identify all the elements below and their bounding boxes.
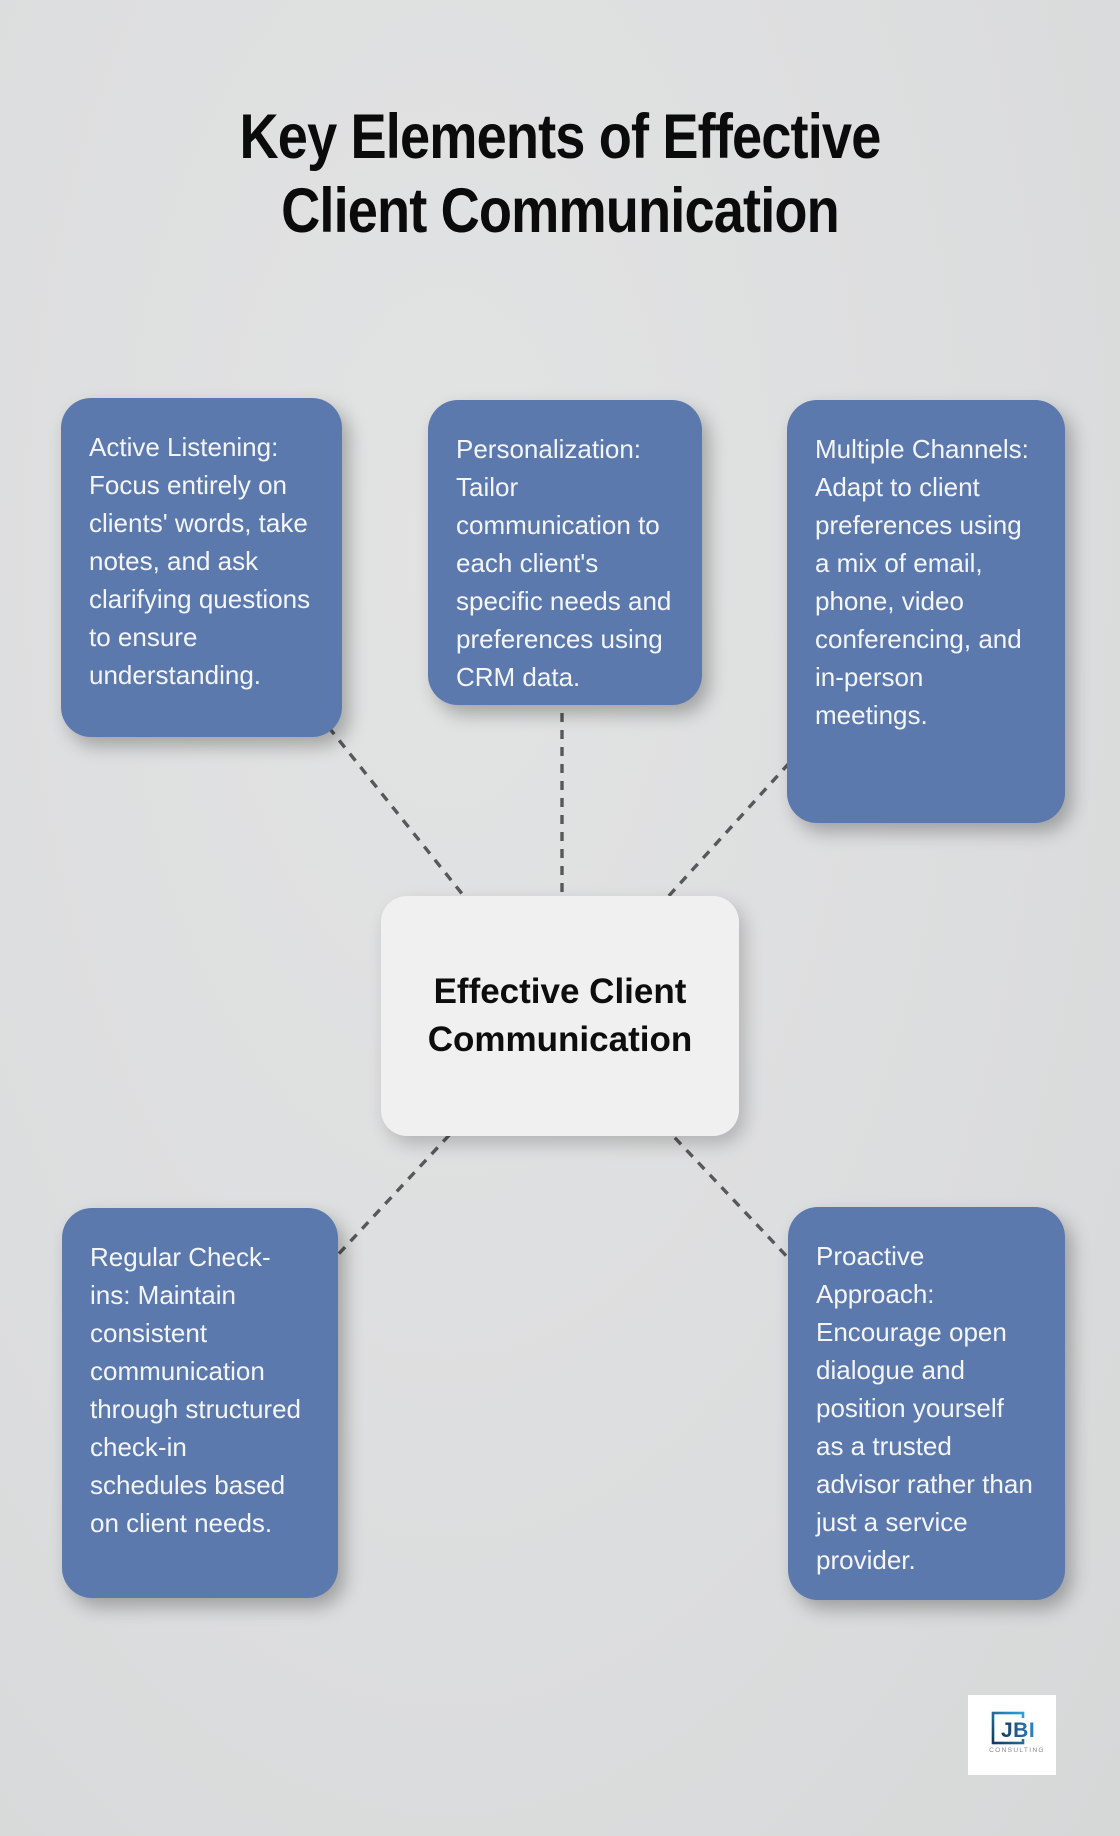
node-personalization-text: Personalization: Tailor communication to…	[456, 434, 672, 692]
node-multiple-channels-text: Multiple Channels: Adapt to client prefe…	[815, 434, 1029, 730]
jbi-logo: JBI CONSULTING	[968, 1695, 1056, 1775]
jbi-logo-graphic: JBI CONSULTING	[989, 1711, 1045, 1754]
page-title-line-2: Client Communication	[281, 176, 840, 246]
center-node-label: Effective Client Communication	[427, 972, 693, 1059]
logo-wordmark: JBI	[1001, 1719, 1035, 1742]
node-regular-check-ins: Regular Check-ins: Maintain consistent c…	[62, 1208, 338, 1598]
center-node: Effective Client Communication	[381, 896, 739, 1136]
node-proactive-approach-text: Proactive Approach: Encourage open dialo…	[816, 1241, 1033, 1575]
node-active-listening: Active Listening: Focus entirely on clie…	[61, 398, 342, 737]
node-regular-check-ins-text: Regular Check-ins: Maintain consistent c…	[90, 1242, 302, 1538]
node-active-listening-text: Active Listening: Focus entirely on clie…	[89, 432, 311, 690]
node-multiple-channels: Multiple Channels: Adapt to client prefe…	[787, 400, 1065, 823]
page-title-line-1: Key Elements of Effective	[239, 102, 882, 172]
logo-subtitle: CONSULTING	[989, 1747, 1045, 1754]
node-personalization: Personalization: Tailor communication to…	[428, 400, 702, 705]
node-proactive-approach: Proactive Approach: Encourage open dialo…	[788, 1207, 1065, 1600]
